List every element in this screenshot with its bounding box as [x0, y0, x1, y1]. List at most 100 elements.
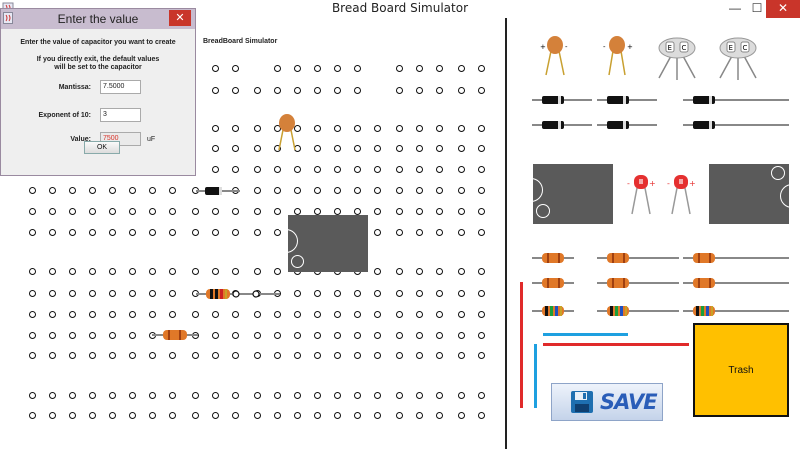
- breadboard-hole[interactable]: [212, 229, 219, 236]
- breadboard-hole[interactable]: [334, 166, 341, 173]
- breadboard-hole[interactable]: [29, 268, 36, 275]
- breadboard-hole[interactable]: [254, 229, 261, 236]
- breadboard-hole[interactable]: [169, 187, 176, 194]
- breadboard-hole[interactable]: [354, 332, 361, 339]
- breadboard-hole[interactable]: [354, 166, 361, 173]
- breadboard-hole[interactable]: [69, 392, 76, 399]
- breadboard-hole[interactable]: [232, 311, 239, 318]
- breadboard-hole[interactable]: [109, 352, 116, 359]
- breadboard-hole[interactable]: [334, 332, 341, 339]
- breadboard-hole[interactable]: [294, 392, 301, 399]
- breadboard-hole[interactable]: [274, 392, 281, 399]
- breadboard-hole[interactable]: [478, 311, 485, 318]
- breadboard-hole[interactable]: [254, 352, 261, 359]
- breadboard-hole[interactable]: [69, 332, 76, 339]
- breadboard-hole[interactable]: [129, 311, 136, 318]
- breadboard-hole[interactable]: [89, 290, 96, 297]
- breadboard-hole[interactable]: [129, 332, 136, 339]
- breadboard-hole[interactable]: [69, 268, 76, 275]
- breadboard-hole[interactable]: [458, 65, 465, 72]
- breadboard-hole[interactable]: [169, 412, 176, 419]
- breadboard-hole[interactable]: [212, 87, 219, 94]
- breadboard-hole[interactable]: [396, 125, 403, 132]
- placed-capacitor[interactable]: [274, 112, 300, 154]
- breadboard-hole[interactable]: [354, 65, 361, 72]
- breadboard-hole[interactable]: [416, 352, 423, 359]
- diode-tool[interactable]: [597, 95, 657, 105]
- breadboard-hole[interactable]: [334, 65, 341, 72]
- breadboard-hole[interactable]: [374, 208, 381, 215]
- breadboard-hole[interactable]: [436, 208, 443, 215]
- breadboard-hole[interactable]: [396, 65, 403, 72]
- breadboard-hole[interactable]: [436, 65, 443, 72]
- breadboard-hole[interactable]: [149, 412, 156, 419]
- breadboard-hole[interactable]: [416, 65, 423, 72]
- blue-wire-horizontal-tool[interactable]: [543, 333, 628, 336]
- breadboard-hole[interactable]: [232, 229, 239, 236]
- breadboard-hole[interactable]: [478, 166, 485, 173]
- breadboard-hole[interactable]: [458, 268, 465, 275]
- breadboard-hole[interactable]: [274, 412, 281, 419]
- breadboard-hole[interactable]: [149, 187, 156, 194]
- breadboard-hole[interactable]: [314, 187, 321, 194]
- breadboard-hole[interactable]: [169, 311, 176, 318]
- breadboard-hole[interactable]: [149, 352, 156, 359]
- breadboard-hole[interactable]: [396, 352, 403, 359]
- breadboard-hole[interactable]: [89, 311, 96, 318]
- breadboard-hole[interactable]: [169, 290, 176, 297]
- breadboard-hole[interactable]: [436, 145, 443, 152]
- breadboard-hole[interactable]: [334, 311, 341, 318]
- breadboard-hole[interactable]: [334, 87, 341, 94]
- breadboard-hole[interactable]: [478, 268, 485, 275]
- breadboard-hole[interactable]: [129, 290, 136, 297]
- led-tool[interactable]: - +: [626, 172, 656, 216]
- breadboard-hole[interactable]: [436, 268, 443, 275]
- breadboard-hole[interactable]: [232, 352, 239, 359]
- breadboard-hole[interactable]: [478, 229, 485, 236]
- breadboard-hole[interactable]: [294, 412, 301, 419]
- breadboard-hole[interactable]: [436, 187, 443, 194]
- breadboard-hole[interactable]: [192, 392, 199, 399]
- breadboard-hole[interactable]: [334, 290, 341, 297]
- breadboard-hole[interactable]: [212, 208, 219, 215]
- breadboard-hole[interactable]: [314, 412, 321, 419]
- breadboard-hole[interactable]: [274, 125, 281, 132]
- breadboard-hole[interactable]: [334, 125, 341, 132]
- breadboard-hole[interactable]: [416, 412, 423, 419]
- breadboard-hole[interactable]: [232, 268, 239, 275]
- breadboard-hole[interactable]: [69, 229, 76, 236]
- ic-chip-tool-2[interactable]: [709, 164, 799, 224]
- breadboard-hole[interactable]: [458, 290, 465, 297]
- breadboard-hole[interactable]: [458, 145, 465, 152]
- breadboard-hole[interactable]: [29, 332, 36, 339]
- capacitor-tool[interactable]: + -: [538, 33, 572, 79]
- breadboard-hole[interactable]: [436, 290, 443, 297]
- breadboard-hole[interactable]: [374, 145, 381, 152]
- breadboard-hole[interactable]: [314, 332, 321, 339]
- breadboard-hole[interactable]: [478, 208, 485, 215]
- diode-tool[interactable]: [683, 95, 789, 105]
- breadboard-hole[interactable]: [49, 311, 56, 318]
- breadboard-hole[interactable]: [374, 332, 381, 339]
- breadboard-hole[interactable]: [109, 311, 116, 318]
- breadboard-hole[interactable]: [374, 290, 381, 297]
- breadboard-hole[interactable]: [89, 229, 96, 236]
- breadboard-hole[interactable]: [436, 166, 443, 173]
- breadboard-hole[interactable]: [149, 208, 156, 215]
- breadboard-hole[interactable]: [274, 332, 281, 339]
- breadboard-hole[interactable]: [314, 87, 321, 94]
- breadboard-hole[interactable]: [294, 166, 301, 173]
- breadboard-hole[interactable]: [458, 229, 465, 236]
- breadboard-hole[interactable]: [294, 125, 301, 132]
- breadboard-hole[interactable]: [232, 65, 239, 72]
- close-button[interactable]: ✕: [766, 0, 800, 18]
- breadboard-hole[interactable]: [458, 187, 465, 194]
- breadboard-hole[interactable]: [314, 392, 321, 399]
- breadboard-hole[interactable]: [254, 187, 261, 194]
- breadboard-hole[interactable]: [212, 65, 219, 72]
- breadboard-hole[interactable]: [169, 229, 176, 236]
- breadboard-hole[interactable]: [129, 392, 136, 399]
- breadboard-hole[interactable]: [29, 208, 36, 215]
- placed-resistor[interactable]: [152, 328, 198, 342]
- breadboard-hole[interactable]: [169, 392, 176, 399]
